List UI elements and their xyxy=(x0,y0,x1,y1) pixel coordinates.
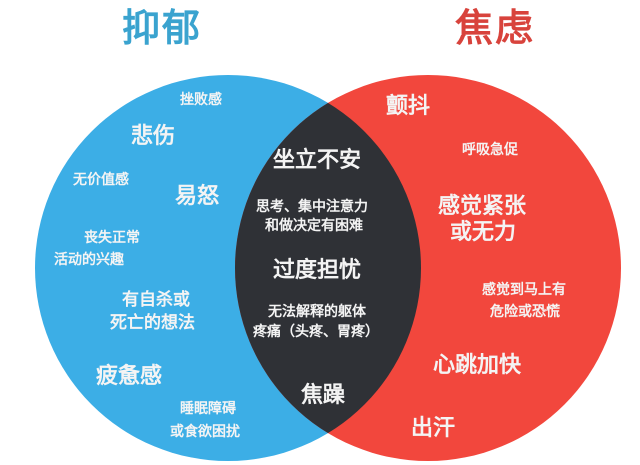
overlap-region xyxy=(235,75,421,461)
symptom-impending-danger-line2: 危险或恐慌 xyxy=(490,304,560,320)
symptom-sweating: 出汗 xyxy=(411,416,456,441)
symptom-worthlessness: 无价值感 xyxy=(73,172,129,188)
anxiety-title: 焦虑 xyxy=(455,6,536,50)
shared-concentration-line1: 思考、集中注意力 xyxy=(256,199,368,215)
symptom-sleep-appetite-line1: 睡眠障碍 xyxy=(180,401,236,417)
symptom-tense-weak-line2: 或无力 xyxy=(450,220,517,245)
symptom-loss-of-interest-line1: 丧失正常 xyxy=(84,230,140,246)
symptom-frustration: 挫败感 xyxy=(180,92,222,108)
symptom-rapid-heartbeat: 心跳加快 xyxy=(433,353,522,378)
symptom-sleep-appetite-line2: 或食欲困扰 xyxy=(170,424,240,440)
symptom-trembling: 颤抖 xyxy=(386,94,431,119)
shared-excessive-worry: 过度担忧 xyxy=(273,258,362,283)
shared-concentration-line2: 和做决定有困难 xyxy=(265,218,363,234)
symptom-sadness: 悲伤 xyxy=(131,124,176,149)
shared-irritability-agitation: 焦躁 xyxy=(301,383,346,408)
symptom-tense-weak-line1: 感觉紧张 xyxy=(438,194,527,219)
shared-unexplained-pain-line2: 疼痛（头疼、胃疼） xyxy=(253,324,379,340)
symptom-fatigue: 疲惫感 xyxy=(96,364,163,389)
shared-restlessness: 坐立不安 xyxy=(273,148,362,173)
symptom-irritability: 易怒 xyxy=(175,184,220,209)
symptom-loss-of-interest-line2: 活动的兴趣 xyxy=(54,252,124,268)
shared-unexplained-pain-line1: 无法解释的躯体 xyxy=(268,304,366,320)
depression-title: 抑郁 xyxy=(122,6,203,50)
symptom-suicidal-thoughts-line1: 有自杀或 xyxy=(122,290,190,310)
symptom-suicidal-thoughts-line2: 死亡的想法 xyxy=(110,313,195,333)
symptom-impending-danger-line1: 感觉到马上有 xyxy=(482,282,566,298)
symptom-shortness-of-breath: 呼吸急促 xyxy=(462,142,518,158)
